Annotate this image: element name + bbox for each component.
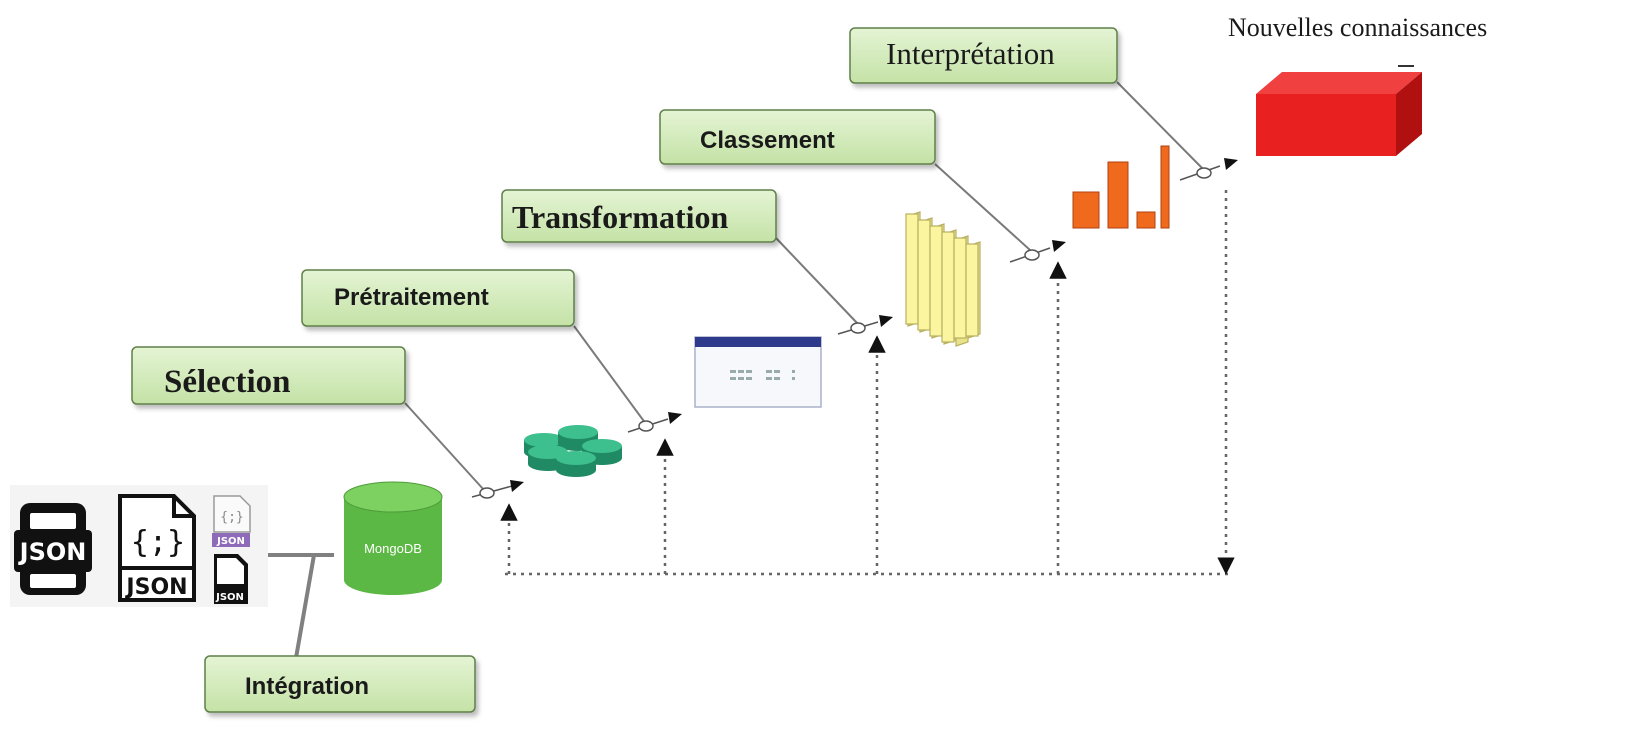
json-file-label: JSON xyxy=(18,538,87,566)
node-5 xyxy=(1179,158,1238,181)
json-brace-label: {;} xyxy=(131,525,185,560)
step-transformation: Transformation xyxy=(501,189,777,243)
step-pretraitement: Prétraitement xyxy=(301,269,575,327)
callout-interpretation xyxy=(1116,81,1205,171)
callout-classement xyxy=(934,163,1031,251)
json-sources: JSON {;} JSON {;} JSON JSON xyxy=(10,485,268,607)
mongodb-database: MongoDB xyxy=(343,481,443,595)
node-1 xyxy=(471,480,524,499)
step-integration-label: Intégration xyxy=(245,673,369,700)
json-document-icon: {;} JSON xyxy=(118,494,196,602)
step-selection: Sélection xyxy=(131,346,406,405)
step-transformation-label: Transformation xyxy=(512,199,728,235)
integration-callout-line xyxy=(294,554,316,659)
node-4 xyxy=(1009,240,1066,263)
json-small-black-label: JSON xyxy=(215,592,244,603)
mongodb-label: MongoDB xyxy=(364,541,422,556)
process-nodes xyxy=(471,158,1238,499)
new-knowledge-label: Nouvelles connaissances xyxy=(1228,13,1487,42)
selected-data-cluster-icon xyxy=(524,425,622,477)
node-3 xyxy=(837,315,893,335)
node-2 xyxy=(627,412,682,433)
patterns-bar-icon xyxy=(1072,145,1170,229)
json-small-icons: {;} JSON JSON xyxy=(212,495,251,604)
step-selection-label: Sélection xyxy=(164,364,290,400)
step-classement: Classement xyxy=(659,109,936,165)
json-file-icon: JSON xyxy=(14,503,92,595)
callout-lines xyxy=(404,81,1205,491)
step-interpretation: Interprétation xyxy=(849,27,1118,84)
transformed-data-panels-icon xyxy=(905,211,981,347)
step-interpretation-label: Interprétation xyxy=(886,36,1055,71)
preprocessed-data-window-icon xyxy=(694,336,822,408)
json-document-label: JSON xyxy=(124,575,187,600)
json-small-brace: {;} xyxy=(220,510,243,525)
callout-pretraitement xyxy=(573,325,647,425)
step-classement-label: Classement xyxy=(700,127,835,154)
callout-selection xyxy=(404,402,485,491)
new-knowledge-block-icon xyxy=(1256,65,1422,156)
step-integration: Intégration xyxy=(204,655,476,713)
callout-transformation xyxy=(775,237,859,325)
feedback-loop xyxy=(500,190,1235,576)
step-pretraitement-label: Prétraitement xyxy=(334,284,489,311)
json-small-tag: JSON xyxy=(216,536,245,547)
